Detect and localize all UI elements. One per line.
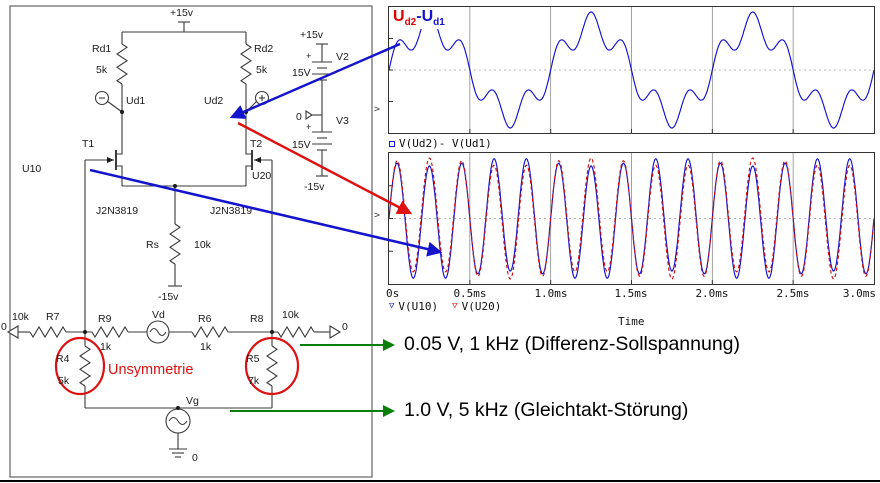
- xtick-0s: 0s: [386, 287, 400, 300]
- title-ud2-sub: d2: [404, 17, 417, 29]
- resistor-r8: [277, 325, 315, 339]
- plot1-title: Ud2-Ud1: [392, 8, 446, 29]
- waveform-V(U20): [389, 157, 874, 280]
- ground-right-icon: [329, 325, 342, 339]
- resistor-r9: [91, 325, 129, 339]
- title-ud1-sub: d1: [433, 17, 445, 29]
- label-t1: T1: [82, 138, 94, 150]
- plot1-trace-marker: >: [374, 104, 381, 115]
- waveform-V(Ud2)- V(Ud1): [389, 11, 874, 129]
- value-r5: 7k: [248, 375, 260, 387]
- title-ud2-main: U: [393, 8, 405, 25]
- label-vminus-rs: -15v: [158, 291, 179, 303]
- jfet-t1-gate-arrow-icon: [107, 157, 114, 163]
- label-vplus-top: +15v: [170, 7, 194, 19]
- label-vminus-right: -15v: [304, 181, 325, 193]
- triangle-marker-blue-icon: ▽: [389, 301, 395, 311]
- label-vg: Vg: [186, 395, 199, 407]
- value-r6: 1k: [200, 341, 212, 353]
- plot1-legend-label: V(Ud2)- V(Ud1): [399, 137, 492, 150]
- label-gnd-vg: 0: [192, 452, 198, 464]
- label-rs: Rs: [146, 239, 159, 251]
- label-u20: U20: [252, 170, 271, 182]
- square-marker-icon: [389, 140, 395, 147]
- label-v3: V3: [336, 115, 349, 127]
- label-ud1: Ud1: [126, 95, 145, 107]
- label-u10: U10: [22, 163, 41, 175]
- xtick-2-5ms: 2.5ms: [776, 287, 810, 300]
- resistor-r4: [79, 345, 91, 387]
- resistor-r6: [191, 325, 229, 339]
- xtick-2-0ms: 2.0ms: [695, 287, 729, 300]
- label-r9: R9: [98, 313, 112, 325]
- value-rd1: 5k: [96, 64, 108, 76]
- circuit-schematic: +15v Rd1 5k Rd2 5k Ud1 Ud2 T1 T2 U10 U20…: [1, 5, 373, 478]
- label-unsymmetrie: Unsymmetrie: [108, 362, 193, 378]
- value-v3: 15V: [292, 139, 311, 151]
- value-rd2: 5k: [256, 64, 268, 76]
- label-vd: Vd: [152, 309, 165, 321]
- label-r4: R4: [56, 353, 70, 365]
- plot-differential-canvas: [389, 7, 874, 133]
- label-vplus-right: +15v: [300, 29, 324, 41]
- plot-differential: [388, 6, 875, 134]
- label-t2: T2: [250, 138, 262, 150]
- label-v2: V2: [336, 51, 349, 63]
- ground-diamond-icon: [305, 109, 313, 121]
- label-gnd-right: 0: [342, 321, 348, 333]
- label-r5: R5: [246, 353, 260, 365]
- resistor-rs: [169, 223, 181, 265]
- r4-highlight-circle: [54, 336, 106, 396]
- plot2-trace-marker: >: [374, 210, 381, 221]
- xtick-1-5ms: 1.5ms: [614, 287, 648, 300]
- title-ud1: -Ud1: [416, 8, 445, 29]
- r5-highlight-circle: [244, 336, 300, 396]
- label-gnd-left: 0: [1, 321, 7, 333]
- label-rd2: Rd2: [254, 43, 273, 55]
- plot2-legend: ▽ V(U10) ▽ V(U20): [389, 300, 501, 313]
- annotation-differenz: 0.05 V, 1 kHz (Differenz-Sollspannung): [404, 333, 741, 355]
- x-axis-label: Time: [618, 315, 645, 328]
- resistor-r7: [29, 325, 67, 339]
- value-r8: 10k: [282, 309, 300, 321]
- label-v2-plus: +: [306, 51, 311, 61]
- label-jfet-t2: J2N3819: [210, 205, 252, 217]
- value-r9: 1k: [100, 341, 112, 353]
- label-r7: R7: [46, 311, 60, 323]
- plot-common-mode-canvas: [389, 153, 874, 284]
- label-ud2: Ud2: [204, 95, 223, 107]
- plot2-legend-u10: V(U10): [398, 300, 439, 313]
- title-ud2: Ud2: [393, 8, 417, 29]
- annotation-gleichtakt: 1.0 V, 5 kHz (Gleichtakt-Störung): [404, 399, 689, 421]
- resistor-r5: [266, 345, 278, 387]
- label-jfet-t1: J2N3819: [96, 205, 138, 217]
- circuit-labels: +15v Rd1 5k Rd2 5k Ud1 Ud2 T1 T2 U10 U20…: [1, 7, 349, 464]
- label-zero-mid: 0: [296, 111, 302, 123]
- title-ud1-main: -U: [416, 8, 434, 25]
- resistor-rd1: [116, 43, 128, 85]
- plot2-legend-u20: V(U20): [461, 300, 502, 313]
- triangle-marker-red-icon: ▽: [452, 301, 458, 311]
- xtick-1-0ms: 1.0ms: [534, 287, 568, 300]
- label-r6: R6: [198, 313, 212, 325]
- plot1-legend: V(Ud2)- V(Ud1): [389, 137, 492, 150]
- label-r8: R8: [250, 313, 264, 325]
- value-r7: 10k: [12, 311, 30, 323]
- label-rd1: Rd1: [92, 43, 111, 55]
- value-rs: 10k: [194, 239, 212, 251]
- unsymmetrie-circles: [54, 336, 300, 396]
- xtick-0-5ms: 0.5ms: [453, 287, 487, 300]
- plot-common-mode: [388, 152, 875, 285]
- value-v2: 15V: [292, 67, 311, 79]
- xtick-3-0ms: 3.0ms: [842, 287, 876, 300]
- resistor-rd2: [240, 43, 252, 85]
- value-r4: 5k: [58, 375, 70, 387]
- label-v3-plus: +: [306, 122, 311, 132]
- jfet-t2-gate-arrow-icon: [254, 157, 261, 163]
